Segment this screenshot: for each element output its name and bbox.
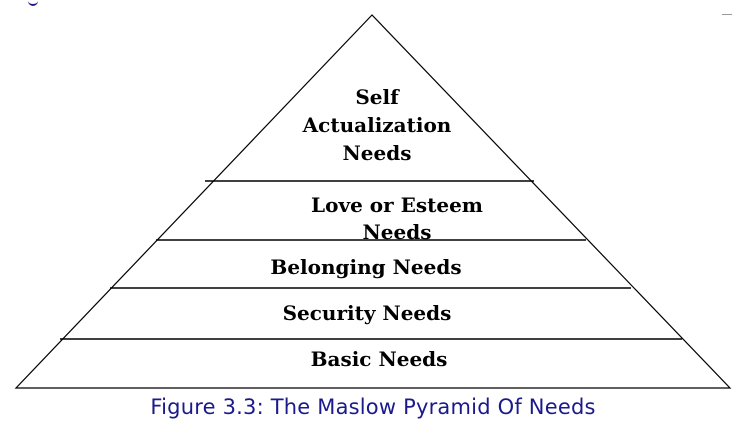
pyramid-outline: [14, 14, 732, 389]
tier-label-basic: Basic Needs: [311, 347, 448, 371]
tier-label-love-esteem-line-2: Needs: [363, 220, 432, 244]
tier-label-security: Security Needs: [283, 301, 452, 325]
tier-label-self-actualization-line-2: Actualization: [302, 113, 452, 137]
tier-label-belonging: Belonging Needs: [270, 255, 461, 279]
cropped-text-fragment: [28, 0, 38, 6]
tier-label-self-actualization-line-3: Needs: [343, 141, 412, 165]
tier-label-self-actualization-line-1: Self: [355, 85, 400, 109]
edge-tick-mark: [722, 14, 732, 15]
figure-caption: Figure 3.3: The Maslow Pyramid Of Needs: [150, 395, 596, 419]
tier-label-love-esteem-line-1: Love or Esteem: [311, 193, 483, 217]
